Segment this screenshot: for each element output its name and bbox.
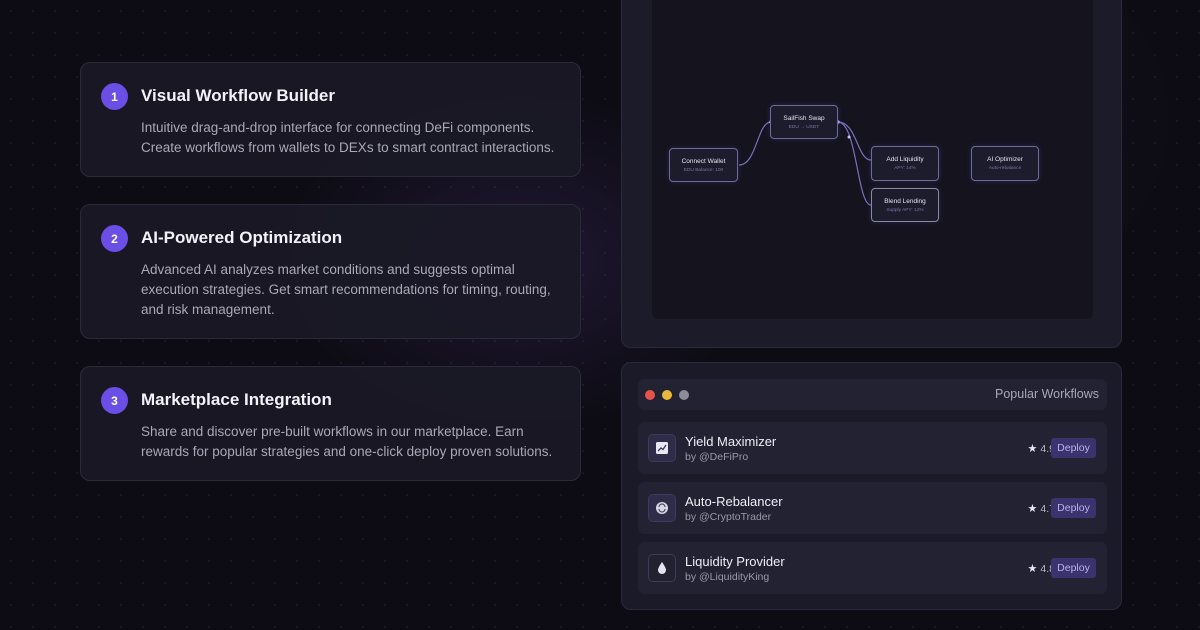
chart-icon <box>648 434 676 462</box>
connector-swap-to-lending <box>837 121 872 206</box>
node-connect-wallet[interactable]: Connect Wallet EDU Balance: 100 <box>669 148 738 182</box>
workflow-item[interactable]: Liquidity Provider by @LiquidityKing ★4.… <box>638 542 1107 594</box>
workflow-author: by @DeFiPro <box>685 451 749 463</box>
node-blend-lending[interactable]: Blend Lending Supply APY: 12% <box>871 188 939 222</box>
node-subtitle: Supply APY: 12% <box>886 208 924 213</box>
star-icon: ★ <box>1027 563 1038 575</box>
window-maximize-dot[interactable] <box>679 390 689 400</box>
node-subtitle: Auto-rebalance <box>988 166 1022 171</box>
droplet-icon <box>648 554 676 582</box>
feature-description: Share and discover pre-built workflows i… <box>141 424 553 459</box>
node-add-liquidity[interactable]: Add Liquidity APY: 14% <box>871 146 939 181</box>
node-subtitle: EDU Balance: 100 <box>683 168 724 173</box>
window-close-dot[interactable] <box>645 390 655 400</box>
workflow-name: Auto-Rebalancer <box>685 494 783 509</box>
feature-card-ai-powered-optimization: 2 AI-Powered Optimization Advanced AI an… <box>80 204 581 339</box>
feature-card-marketplace-integration: 3 Marketplace Integration Share and disc… <box>80 366 581 481</box>
star-icon: ★ <box>1027 503 1038 515</box>
feature-title: Visual Workflow Builder <box>141 86 335 105</box>
deploy-button[interactable]: Deploy <box>1051 558 1096 578</box>
node-title: Connect Wallet <box>681 158 726 165</box>
node-subtitle: APY: 14% <box>894 166 916 171</box>
window-minimize-dot[interactable] <box>662 390 672 400</box>
connector-swap-to-liquidity <box>837 121 872 161</box>
feature-title: Marketplace Integration <box>141 390 332 409</box>
popular-workflows-title: Popular Workflows <box>995 387 1099 401</box>
node-subtitle: EDU → USDT <box>788 125 820 130</box>
deploy-button[interactable]: Deploy <box>1051 438 1096 458</box>
node-title: AI Optimizer <box>987 156 1023 163</box>
workflow-author: by @CryptoTrader <box>685 511 772 523</box>
connector-wallet-to-swap <box>738 121 772 166</box>
star-icon: ★ <box>1027 443 1038 455</box>
feature-card-visual-workflow-builder: 1 Visual Workflow Builder Intuitive drag… <box>80 62 581 177</box>
popular-workflows-panel: Popular Workflows Yield Maximizer by @De… <box>621 362 1122 610</box>
step-number-badge: 1 <box>101 83 128 110</box>
node-title: Add Liquidity <box>886 156 924 163</box>
workflow-author: by @LiquidityKing <box>685 571 770 583</box>
node-title: SailFish Swap <box>783 115 825 122</box>
connection-lines <box>738 120 872 206</box>
rebalance-icon <box>648 494 676 522</box>
workflow-item[interactable]: Auto-Rebalancer by @CryptoTrader ★4.7 De… <box>638 482 1107 534</box>
workflow-canvas[interactable]: Connect Wallet EDU Balance: 100 SailFish… <box>652 0 1093 319</box>
workflow-item[interactable]: Yield Maximizer by @DeFiPro ★4.9 Deploy <box>638 422 1107 474</box>
feature-description: Advanced AI analyzes market conditions a… <box>141 262 551 317</box>
feature-description: Intuitive drag-and-drop interface for co… <box>141 120 555 155</box>
workflow-name: Yield Maximizer <box>685 434 777 449</box>
step-number-badge: 2 <box>101 225 128 252</box>
feature-title: AI-Powered Optimization <box>141 228 343 247</box>
node-ai-optimizer[interactable]: AI Optimizer Auto-rebalance <box>971 146 1039 181</box>
node-sailfish-swap[interactable]: SailFish Swap EDU → USDT <box>770 105 838 139</box>
popular-workflows-header: Popular Workflows <box>638 379 1107 410</box>
workflow-name: Liquidity Provider <box>685 554 785 569</box>
step-number-badge: 3 <box>101 387 128 414</box>
node-title: Blend Lending <box>884 198 926 205</box>
deploy-button[interactable]: Deploy <box>1051 498 1096 518</box>
workflow-canvas-panel: Connect Wallet EDU Balance: 100 SailFish… <box>621 0 1122 348</box>
